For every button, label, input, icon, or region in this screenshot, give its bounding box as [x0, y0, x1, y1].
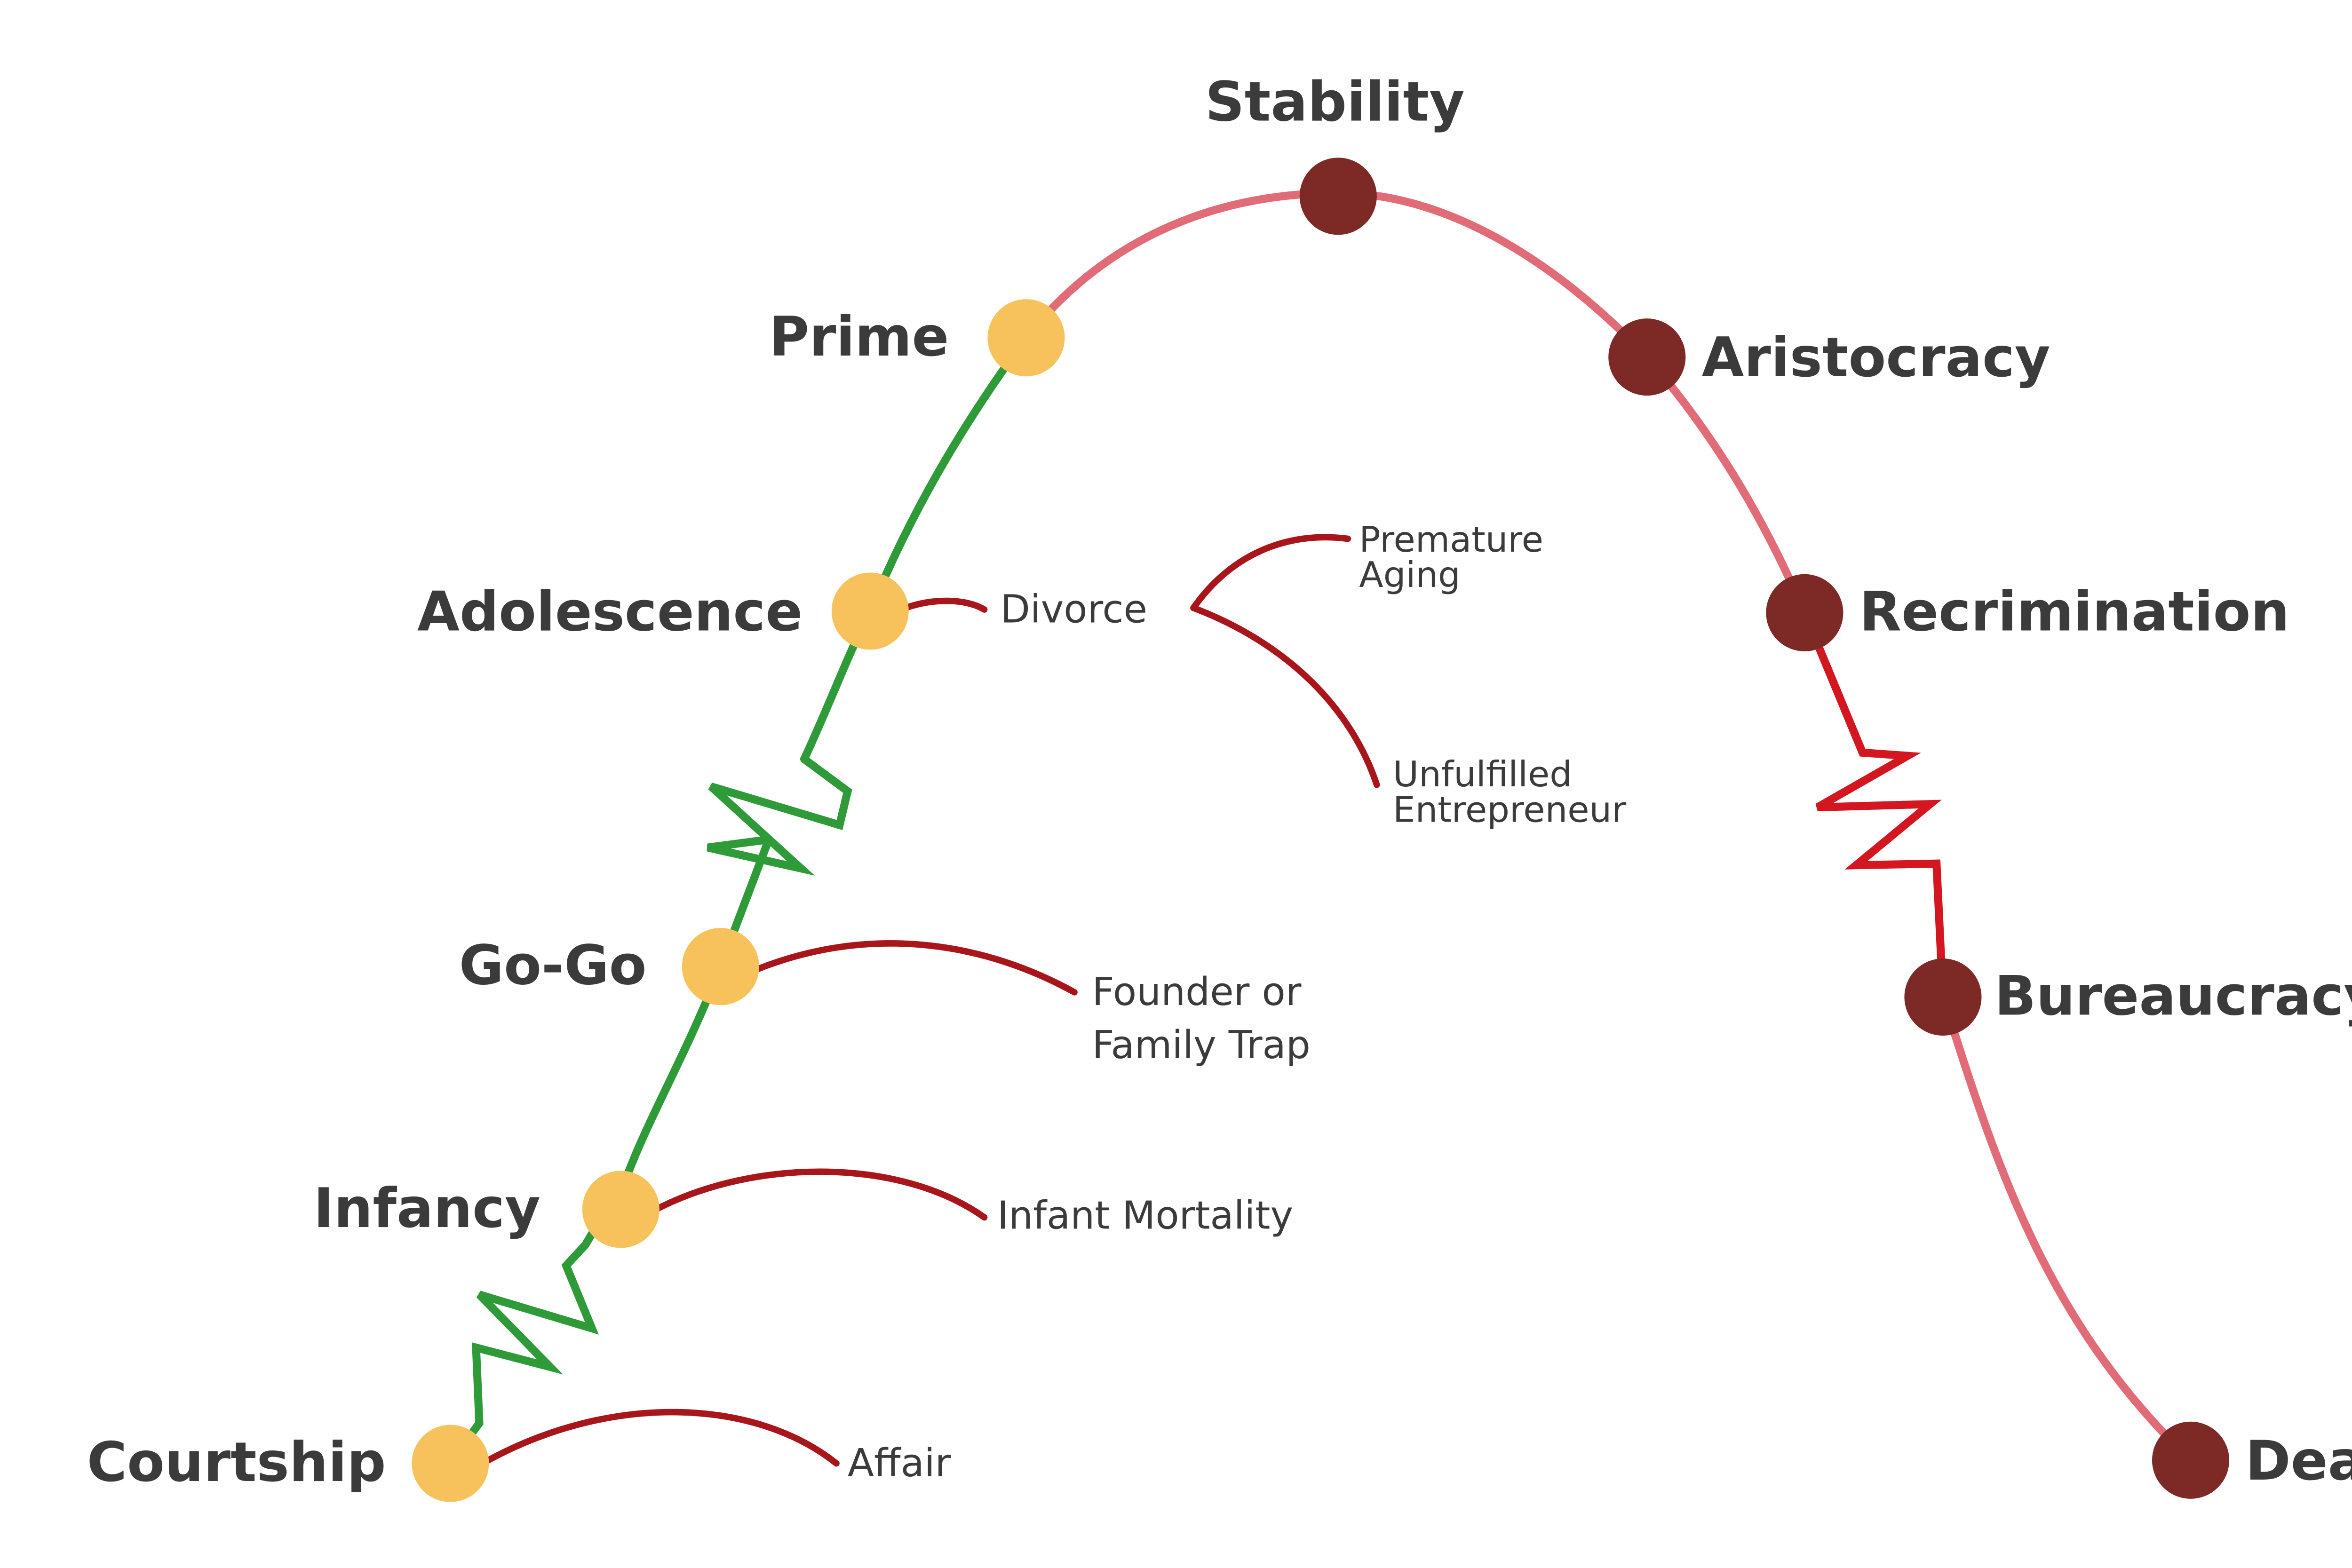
trap-label-founder-line2: Family Trap	[1092, 1023, 1311, 1068]
connector-premature-aging	[1190, 534, 1351, 611]
node-adolescence	[831, 572, 909, 650]
connector-affair	[479, 1409, 840, 1467]
curve-adolescence-to-prime	[800, 333, 1031, 763]
node-death	[2152, 1421, 2230, 1499]
trap-label-premature-line2: Aging	[1359, 554, 1461, 595]
curve-bureaucracy-to-death	[1939, 993, 2195, 1465]
stage-label-death: Death	[2245, 1429, 2352, 1493]
node-infancy	[582, 1171, 660, 1248]
curve-courtship-start	[448, 1241, 599, 1465]
stage-label-courtship: Courtship	[87, 1431, 386, 1494]
trap-label-infant-mortality: Infant Mortality	[997, 1193, 1293, 1238]
node-recrimination	[1766, 574, 1843, 651]
node-aristocracy	[1608, 318, 1686, 396]
stage-label-stability: Stability	[1205, 71, 1465, 134]
stage-label-prime: Prime	[769, 305, 949, 369]
aging-nodes	[1299, 158, 2230, 1499]
trap-label-affair: Affair	[848, 1441, 951, 1486]
trap-label-founder-line1: Founder or	[1092, 970, 1302, 1014]
stage-label-aristocracy: Aristocracy	[1702, 326, 2050, 389]
trap-label-premature-line1: Premature	[1359, 519, 1543, 560]
node-stability	[1299, 158, 1377, 235]
trap-label-unfulfilled-line1: Unfulfilled	[1393, 753, 1572, 795]
stage-label-adolescence: Adolescence	[417, 580, 803, 643]
node-gogo	[682, 928, 759, 1006]
connector-unfulfilled-entrepreneur	[1190, 604, 1380, 788]
stage-label-bureaucracy: Bureaucracy	[1994, 965, 2352, 1028]
node-courtship	[412, 1425, 489, 1502]
connector-founder-trap	[753, 940, 1078, 996]
node-prime	[987, 299, 1065, 377]
connector-divorce	[902, 597, 988, 613]
curve-recrimination-zigzag	[1800, 609, 1947, 1001]
curve-prime-to-recrimination	[1022, 189, 1809, 617]
node-bureaucracy	[1904, 958, 1982, 1036]
trap-connectors	[479, 534, 1380, 1467]
growth-nodes	[412, 299, 1065, 1502]
curve-gogo-zigzag	[707, 755, 852, 876]
stage-label-infancy: Infancy	[313, 1177, 540, 1240]
growth-curve	[448, 333, 1031, 1465]
connector-infant-mortality	[653, 1168, 988, 1221]
trap-label-divorce: Divorce	[1001, 587, 1147, 632]
stage-label-gogo: Go-Go	[459, 934, 647, 998]
trap-label-unfulfilled-line2: Entrepreneur	[1393, 789, 1626, 830]
aging-curve	[1022, 189, 2195, 1465]
stage-label-recrimination: Recrimination	[1859, 580, 2290, 643]
